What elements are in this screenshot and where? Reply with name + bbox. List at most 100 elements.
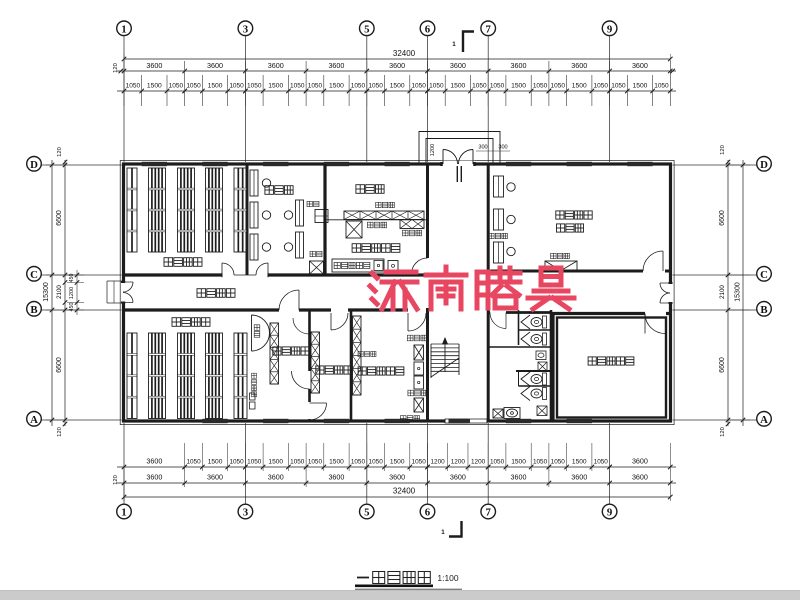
svg-text:3600: 3600 bbox=[450, 473, 466, 482]
svg-text:1050: 1050 bbox=[290, 459, 305, 466]
svg-text:1: 1 bbox=[452, 41, 456, 48]
svg-text:15300: 15300 bbox=[43, 282, 50, 302]
svg-text:1050: 1050 bbox=[351, 83, 366, 90]
svg-text:1500: 1500 bbox=[147, 83, 162, 90]
svg-text:1500: 1500 bbox=[329, 459, 344, 466]
svg-text:1200: 1200 bbox=[451, 459, 466, 466]
svg-text:1050: 1050 bbox=[411, 83, 426, 90]
svg-text:3600: 3600 bbox=[632, 457, 648, 466]
svg-text:1050: 1050 bbox=[490, 83, 505, 90]
svg-text:3600: 3600 bbox=[632, 61, 648, 70]
svg-text:1: 1 bbox=[121, 23, 126, 35]
svg-text:1050: 1050 bbox=[229, 83, 244, 90]
svg-text:1050: 1050 bbox=[429, 83, 444, 90]
svg-text:3600: 3600 bbox=[207, 473, 223, 482]
svg-text:32400: 32400 bbox=[393, 487, 416, 496]
svg-text:1500: 1500 bbox=[633, 83, 648, 90]
svg-text:1200: 1200 bbox=[431, 459, 446, 466]
svg-text:120: 120 bbox=[720, 145, 726, 155]
svg-text:1050: 1050 bbox=[308, 83, 323, 90]
svg-text:450: 450 bbox=[69, 303, 75, 312]
svg-text:1050: 1050 bbox=[533, 459, 548, 466]
svg-text:1500: 1500 bbox=[390, 459, 405, 466]
svg-text:7: 7 bbox=[485, 23, 491, 35]
svg-text:6: 6 bbox=[425, 23, 431, 35]
svg-text:B: B bbox=[760, 304, 767, 316]
svg-text:3600: 3600 bbox=[146, 473, 162, 482]
svg-text:1050: 1050 bbox=[186, 459, 201, 466]
svg-text:9: 9 bbox=[607, 23, 613, 35]
svg-text:15300: 15300 bbox=[735, 282, 742, 302]
svg-text:3600: 3600 bbox=[207, 61, 223, 70]
svg-text:3: 3 bbox=[243, 23, 249, 35]
svg-text:1050: 1050 bbox=[308, 459, 323, 466]
svg-text:D: D bbox=[30, 159, 38, 171]
svg-text:1050: 1050 bbox=[594, 83, 609, 90]
svg-text:1500: 1500 bbox=[208, 83, 223, 90]
svg-text:1050: 1050 bbox=[551, 83, 566, 90]
svg-text:1500: 1500 bbox=[268, 83, 283, 90]
svg-text:3: 3 bbox=[243, 507, 249, 519]
svg-text:120: 120 bbox=[720, 427, 726, 437]
svg-text:2100: 2100 bbox=[56, 285, 63, 299]
svg-text:1050: 1050 bbox=[490, 459, 505, 466]
svg-text:1500: 1500 bbox=[511, 83, 526, 90]
svg-text:300: 300 bbox=[478, 145, 487, 151]
svg-text:3600: 3600 bbox=[632, 473, 648, 482]
svg-text:32400: 32400 bbox=[393, 49, 416, 58]
svg-text:1500: 1500 bbox=[450, 83, 465, 90]
svg-text:1500: 1500 bbox=[572, 83, 587, 90]
svg-text:3600: 3600 bbox=[571, 61, 587, 70]
svg-text:1050: 1050 bbox=[654, 83, 669, 90]
svg-text:C: C bbox=[30, 269, 38, 281]
svg-text:6600: 6600 bbox=[719, 210, 726, 226]
svg-text:3600: 3600 bbox=[511, 61, 527, 70]
svg-text:3600: 3600 bbox=[146, 457, 162, 466]
svg-text:1050: 1050 bbox=[368, 83, 383, 90]
svg-text:1200: 1200 bbox=[471, 459, 486, 466]
svg-text:A: A bbox=[30, 414, 38, 426]
svg-text:3600: 3600 bbox=[571, 473, 587, 482]
svg-text:3600: 3600 bbox=[328, 61, 344, 70]
svg-text:1500: 1500 bbox=[572, 459, 587, 466]
svg-text:1: 1 bbox=[121, 507, 126, 519]
svg-text:B: B bbox=[30, 304, 37, 316]
svg-text:1500: 1500 bbox=[511, 459, 526, 466]
svg-text:450: 450 bbox=[69, 274, 75, 283]
svg-text:6600: 6600 bbox=[56, 210, 63, 226]
svg-text:A: A bbox=[760, 414, 768, 426]
svg-text:1050: 1050 bbox=[229, 459, 244, 466]
svg-text:1200: 1200 bbox=[430, 144, 436, 156]
svg-text:1050: 1050 bbox=[351, 459, 366, 466]
svg-text:1500: 1500 bbox=[390, 83, 405, 90]
svg-text:1050: 1050 bbox=[169, 83, 184, 90]
svg-text:1200: 1200 bbox=[69, 287, 75, 299]
svg-text:3600: 3600 bbox=[450, 61, 466, 70]
svg-text:1050: 1050 bbox=[126, 83, 141, 90]
svg-text:C: C bbox=[760, 269, 768, 281]
svg-text:1050: 1050 bbox=[594, 459, 609, 466]
svg-text:1:100: 1:100 bbox=[437, 573, 459, 583]
svg-text:1: 1 bbox=[441, 529, 445, 536]
svg-text:120: 120 bbox=[113, 475, 119, 485]
svg-text:1500: 1500 bbox=[268, 459, 283, 466]
svg-text:7: 7 bbox=[485, 507, 491, 519]
svg-text:1050: 1050 bbox=[533, 83, 548, 90]
svg-text:1500: 1500 bbox=[208, 459, 223, 466]
svg-text:2100: 2100 bbox=[719, 285, 726, 299]
svg-text:D: D bbox=[760, 159, 768, 171]
svg-text:9: 9 bbox=[607, 507, 613, 519]
svg-text:1050: 1050 bbox=[412, 459, 427, 466]
svg-text:300: 300 bbox=[498, 145, 507, 151]
svg-text:6600: 6600 bbox=[56, 357, 63, 373]
svg-text:120: 120 bbox=[113, 63, 119, 73]
svg-text:1050: 1050 bbox=[247, 83, 262, 90]
svg-text:6: 6 bbox=[425, 507, 431, 519]
svg-text:1050: 1050 bbox=[290, 83, 305, 90]
svg-text:3600: 3600 bbox=[268, 61, 284, 70]
svg-text:3600: 3600 bbox=[511, 473, 527, 482]
svg-text:1050: 1050 bbox=[186, 83, 201, 90]
svg-text:1050: 1050 bbox=[472, 83, 487, 90]
svg-text:5: 5 bbox=[364, 507, 369, 519]
svg-text:1050: 1050 bbox=[551, 459, 566, 466]
